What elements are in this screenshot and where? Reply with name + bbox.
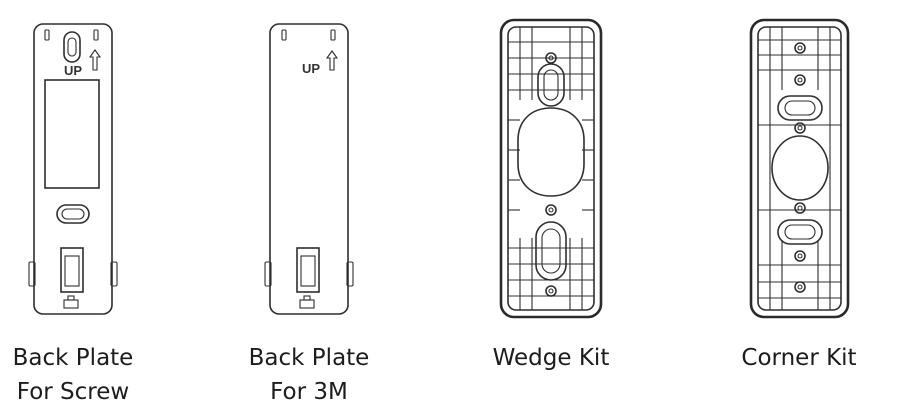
caption-line: Wedge Kit [492,345,610,371]
up-label: UP [64,63,82,78]
up-label: UP [302,61,320,76]
caption-back-plate-screw: Back Plate For Screw [0,341,153,409]
back-plate-3m-illustration: UP [264,23,354,315]
caption-line: For Screw [16,379,130,405]
wedge-kit-illustration [499,18,603,319]
caption-line: For 3M [270,379,348,405]
caption-line: Back Plate [12,345,134,371]
caption-line: Back Plate [248,345,370,371]
caption-wedge-kit: Wedge Kit [471,341,631,375]
caption-line: Corner Kit [741,345,857,371]
caption-back-plate-3m: Back Plate For 3M [229,341,389,409]
back-plate-screw-illustration: UP [28,23,118,315]
caption-corner-kit: Corner Kit [719,341,879,375]
corner-kit-illustration [749,18,850,319]
